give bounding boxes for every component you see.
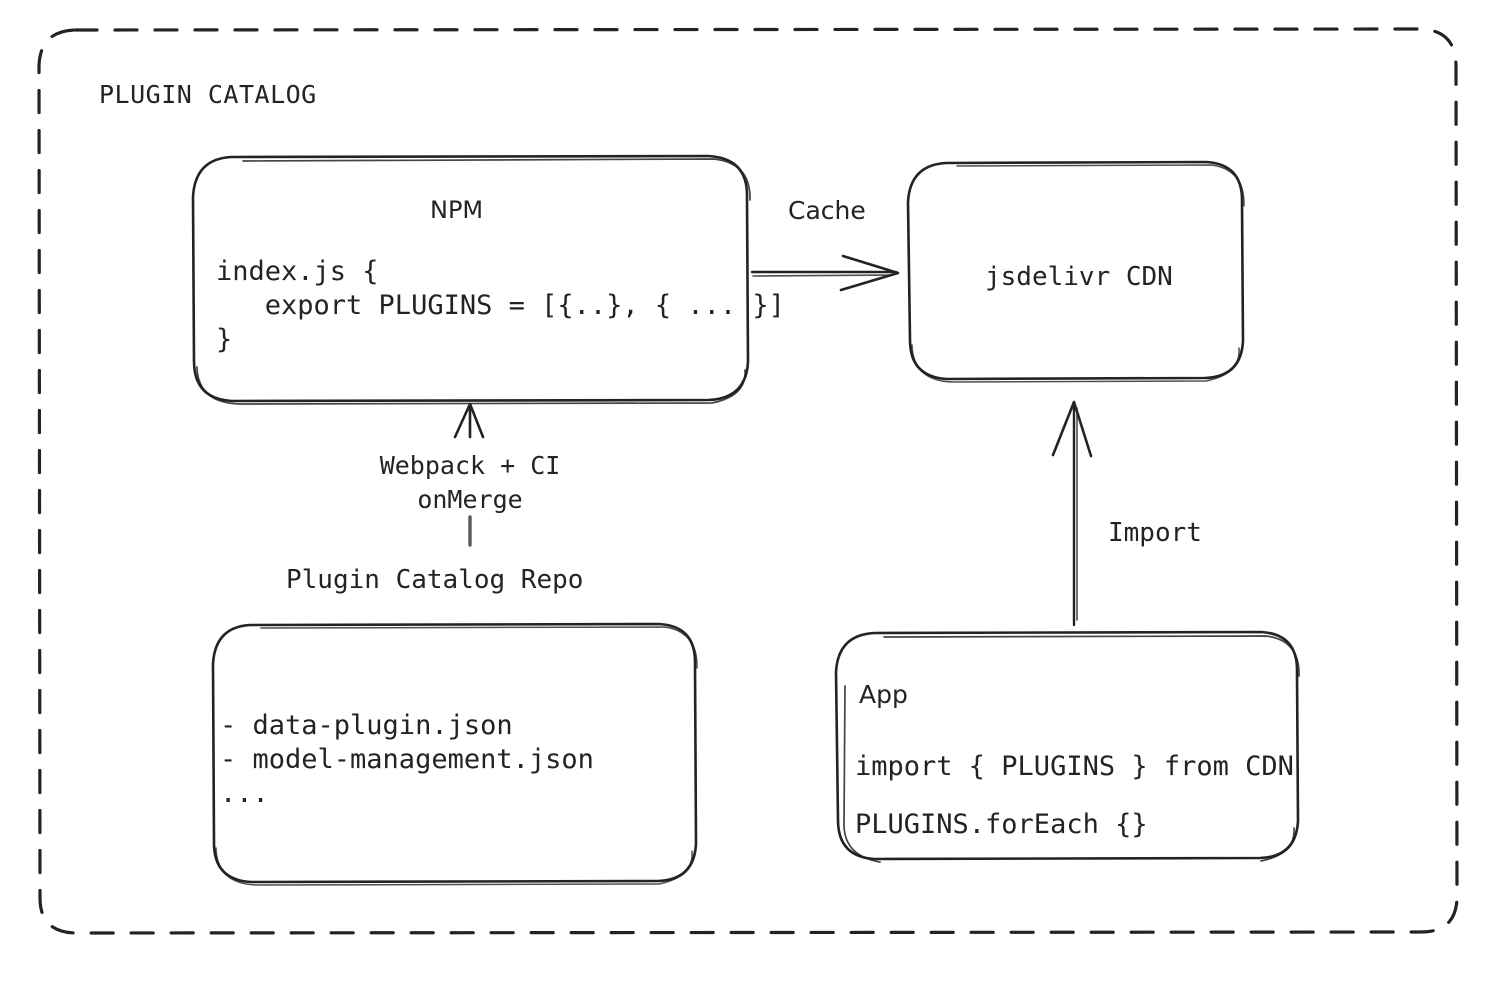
repo-node-title: Plugin Catalog Repo <box>286 565 584 595</box>
npm-node-title: NPM <box>430 196 484 224</box>
repo-node-code: - data-plugin.json - model-management.js… <box>220 710 594 809</box>
edge-label-import: Import <box>1108 518 1202 548</box>
edge-import-arrowhead <box>1051 400 1093 458</box>
app-node-code: import { PLUGINS } from CDN PLUGINS.forE… <box>855 751 1294 840</box>
npm-node-code: index.js { export PLUGINS = [{..}, { ...… <box>216 256 785 355</box>
group-title: PLUGIN CATALOG <box>99 80 317 109</box>
edge-cache-arrowhead <box>839 254 900 292</box>
edge-label-webpack: Webpack + CI onMerge <box>379 451 561 514</box>
edge-webpack-arrowhead <box>453 402 485 439</box>
cdn-node-title: jsdelivr CDN <box>985 262 1173 292</box>
edge-label-cache: Cache <box>788 196 866 225</box>
app-node-title: App <box>859 680 908 709</box>
